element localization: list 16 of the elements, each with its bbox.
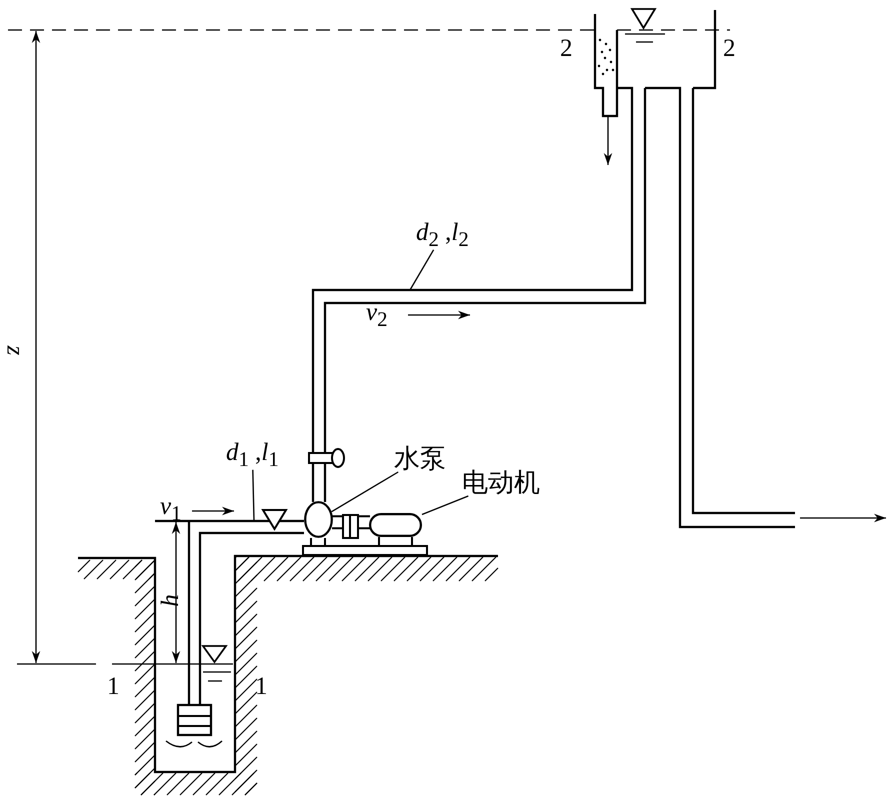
dimension-label: z [2,346,28,356]
section-number: 2 [560,36,572,61]
velocity-label: v$_{1}$ [160,494,182,524]
shaft [331,515,371,530]
leader-line [331,471,399,512]
section-number: 2 [723,36,736,61]
section-number: 1 [255,674,268,699]
pump-label: 水泵 [394,446,446,472]
velocity-label: v$_{2}$ [366,300,388,330]
motor-label: 电动机 [462,470,540,496]
pipe-label: d$_{1}$ ,l$_{1}$ [226,440,279,470]
leader-line [422,495,469,516]
pipe-label: d$_{2}$ ,l$_{2}$ [416,220,469,250]
leader-line [252,470,255,522]
leader-line [409,249,434,290]
section-number: 1 [107,674,120,699]
